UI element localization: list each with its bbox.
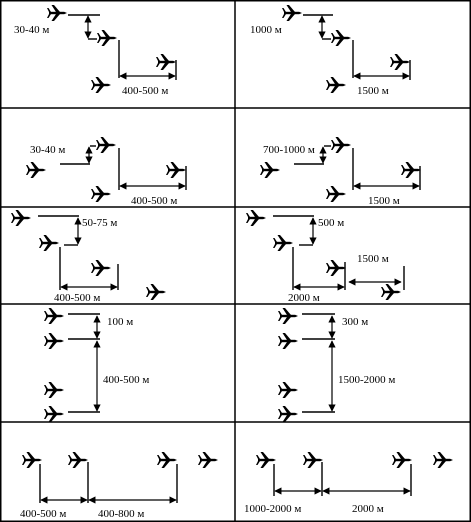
airplane-icon xyxy=(381,284,401,300)
airplane-icon xyxy=(91,186,111,202)
panel-3: 30-40 м 400-500 м xyxy=(26,137,187,207)
spacing-label: 400-800 м xyxy=(98,508,144,520)
airplane-icon xyxy=(96,137,116,153)
panel-1: 30-40 м 400-500 м xyxy=(14,5,177,97)
airplane-icon xyxy=(326,77,346,93)
airplane-icon xyxy=(278,308,298,324)
airplane-icon xyxy=(282,5,302,21)
airplane-icon xyxy=(68,452,88,468)
spacing-label: 100 м xyxy=(107,316,133,328)
airplane-icon xyxy=(26,162,46,178)
airplane-icon xyxy=(146,284,166,300)
panel-9: 400-500 м 400-800 м xyxy=(20,452,218,520)
spacing-label: 30-40 м xyxy=(30,144,65,156)
spacing-label: 500 м xyxy=(318,217,344,229)
airplane-icon xyxy=(11,210,31,226)
airplane-icon xyxy=(157,452,177,468)
airplane-icon xyxy=(39,235,59,251)
panel-6: 500 м 1500 м 2000 м xyxy=(246,210,405,304)
spacing-label: 400-500 м xyxy=(122,85,168,97)
airplane-icon xyxy=(44,333,64,349)
airplane-icon xyxy=(97,30,117,46)
spacing-label: 400-500 м xyxy=(54,292,100,304)
panel-4: 700-1000 м 1500 м xyxy=(260,137,421,207)
airplane-icon xyxy=(278,406,298,422)
airplane-icon xyxy=(433,452,453,468)
airplane-icon xyxy=(22,452,42,468)
spacing-label: 2000 м xyxy=(288,292,320,304)
panel-2: 1000 м 1500 м xyxy=(250,5,411,97)
airplane-icon xyxy=(303,452,323,468)
spacing-label: 400-500 м xyxy=(20,508,66,520)
spacing-label: 400-500 м xyxy=(103,374,149,386)
airplane-icon xyxy=(273,235,293,251)
spacing-label: 1000 м xyxy=(250,24,282,36)
airplane-icon xyxy=(256,452,276,468)
airplane-icon xyxy=(198,452,218,468)
airplane-icon xyxy=(278,333,298,349)
spacing-label: 50-75 м xyxy=(82,217,117,229)
airplane-icon xyxy=(166,162,186,178)
panel-7: 100 м 400-500 м xyxy=(44,308,149,422)
spacing-label: 700-1000 м xyxy=(263,144,315,156)
spacing-label: 30-40 м xyxy=(14,24,49,36)
spacing-label: 1500 м xyxy=(357,253,389,265)
airplane-icon xyxy=(326,260,346,276)
airplane-icon xyxy=(47,5,67,21)
airplane-icon xyxy=(331,30,351,46)
airplane-icon xyxy=(326,186,346,202)
panel-8: 300 м 1500-2000 м xyxy=(278,308,395,422)
panel-5: 50-75 м 400-500 м xyxy=(11,210,166,304)
panel-10: 1000-2000 м 2000 м xyxy=(244,452,453,515)
spacing-label: 1500 м xyxy=(368,195,400,207)
spacing-label: 1000-2000 м xyxy=(244,503,301,515)
airplane-icon xyxy=(390,54,410,70)
airplane-icon xyxy=(392,452,412,468)
airplane-icon xyxy=(44,382,64,398)
airplane-icon xyxy=(331,137,351,153)
airplane-icon xyxy=(44,406,64,422)
airplane-icon xyxy=(156,54,176,70)
spacing-label: 300 м xyxy=(342,316,368,328)
spacing-label: 1500-2000 м xyxy=(338,374,395,386)
airplane-icon xyxy=(278,382,298,398)
airplane-icon xyxy=(246,210,266,226)
airplane-icon xyxy=(91,260,111,276)
spacing-label: 2000 м xyxy=(352,503,384,515)
airplane-icon xyxy=(44,308,64,324)
airplane-icon xyxy=(260,162,280,178)
airplane-icon xyxy=(91,77,111,93)
airplane-icon xyxy=(401,162,421,178)
spacing-label: 1500 м xyxy=(357,85,389,97)
spacing-label: 400-500 м xyxy=(131,195,177,207)
